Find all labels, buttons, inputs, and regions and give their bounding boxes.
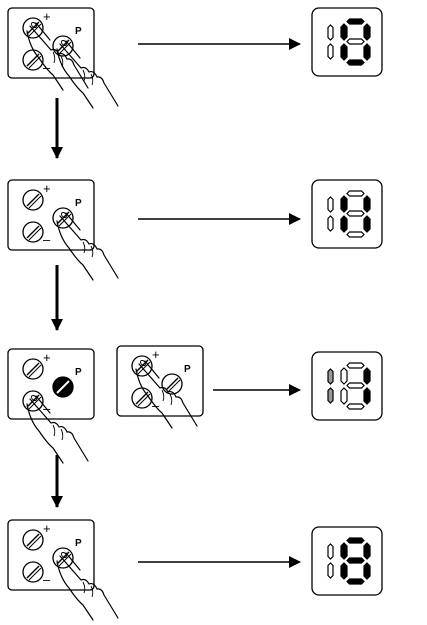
segment-f: [340, 542, 348, 560]
segment-d: [346, 59, 365, 66]
segment-g: [346, 210, 365, 217]
display-3: [311, 351, 383, 421]
segment-e: [340, 215, 348, 233]
segment-b: [363, 23, 371, 41]
panel-frame: [116, 345, 204, 417]
hand-pressing-plus-icon: [26, 22, 89, 91]
segment-e: [340, 387, 348, 405]
segment-b: [363, 542, 371, 560]
hand-pressing-p-icon: [56, 40, 119, 109]
left-digit-upper-segment: [327, 368, 334, 385]
plus-knob: [22, 529, 44, 551]
p-button: [52, 376, 74, 398]
segment-b: [363, 195, 371, 213]
left-digit-upper-segment: [327, 543, 334, 560]
control-panel-4-1: + – P: [7, 519, 119, 621]
p-label: P: [75, 538, 82, 549]
segment-c: [363, 215, 371, 233]
minus-label: –: [43, 572, 51, 587]
segment-e: [340, 43, 348, 61]
segment-f: [340, 23, 348, 41]
p-button: [161, 373, 183, 395]
plus-label: +: [43, 521, 51, 536]
p-label: P: [184, 364, 191, 375]
display-4: [311, 526, 383, 596]
plus-label: +: [43, 181, 51, 196]
plus-label: +: [43, 9, 51, 24]
p-label: P: [75, 367, 82, 378]
p-button: [52, 207, 74, 229]
segment-a: [346, 362, 365, 369]
plus-label: +: [43, 350, 51, 365]
segment-c: [363, 43, 371, 61]
minus-label: –: [43, 60, 51, 75]
display-2: [311, 179, 383, 249]
segment-f: [340, 367, 348, 385]
segment-a: [346, 190, 365, 197]
plus-knob: [22, 358, 44, 380]
hand-pressing-minus-icon: [26, 395, 89, 464]
plus-label: +: [152, 347, 160, 362]
display-1: [311, 7, 383, 77]
segment-b: [363, 367, 371, 385]
p-label: P: [75, 198, 82, 209]
hand-pressing-p-icon: [56, 212, 119, 281]
segment-d: [346, 231, 365, 238]
displays: [311, 7, 383, 596]
left-digit-lower-segment: [327, 215, 334, 232]
p-label: P: [75, 26, 82, 37]
minus-label: –: [43, 232, 51, 247]
left-digit-lower-segment: [327, 562, 334, 579]
segment-c: [363, 387, 371, 405]
segment-d: [346, 403, 365, 410]
control-panel-2-1: + – P: [7, 179, 119, 281]
segment-a: [346, 18, 365, 25]
left-digit-upper-segment: [327, 196, 334, 213]
segment-g: [346, 557, 365, 564]
segment-c: [363, 562, 371, 580]
hand-pressing-p-icon: [56, 552, 119, 621]
minus-knob: [22, 221, 44, 243]
segment-a: [346, 537, 365, 544]
segment-g: [346, 38, 365, 45]
p-button: [52, 35, 74, 57]
minus-label: –: [152, 398, 160, 413]
hand-pressing-plus-icon: [135, 360, 198, 429]
control-panel-3-2: + – P: [116, 345, 204, 429]
minus-knob: [22, 561, 44, 583]
left-digit-lower-segment: [327, 43, 334, 60]
panel-frame: [7, 348, 95, 420]
plus-knob: [22, 189, 44, 211]
left-digit-upper-segment: [327, 24, 334, 41]
segment-d: [346, 578, 365, 585]
control-panel-3-1: +–P: [7, 348, 95, 464]
control-panels: +–P+–P+–P+–P+–P: [7, 7, 204, 621]
control-panel-1-1: + – P: [7, 7, 119, 109]
segment-f: [340, 195, 348, 213]
segment-g: [346, 382, 365, 389]
left-digit-lower-segment: [327, 387, 334, 404]
segment-e: [340, 562, 348, 580]
